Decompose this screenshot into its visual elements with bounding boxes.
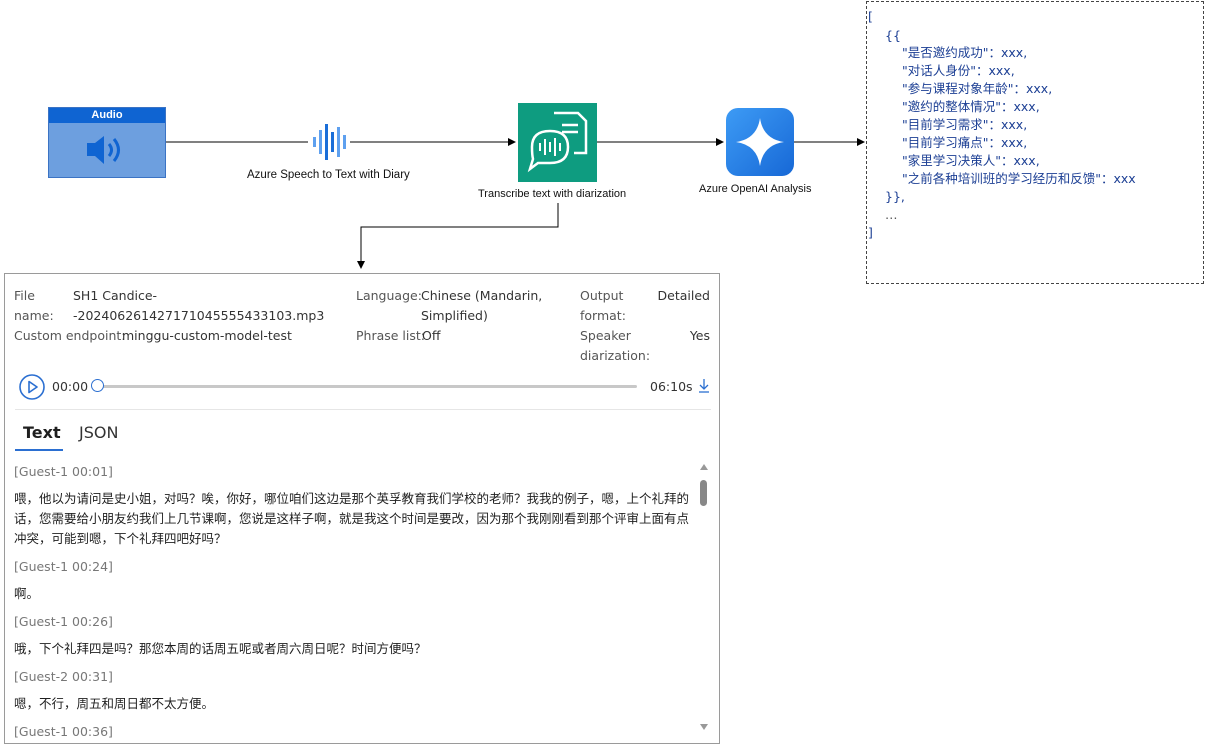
file-name-label-2: name:	[14, 308, 54, 323]
transcript-segment: [Guest-1 00:36]	[14, 723, 694, 741]
output-format-label-1: Output	[580, 288, 624, 303]
speech-document-icon	[527, 111, 588, 173]
speaker-timestamp: [Guest-2 00:31]	[14, 669, 113, 684]
phrase-list-label: Phrase list:	[356, 328, 426, 343]
transcript-list: [Guest-1 00:01] 喂，他以为请问是史小姐，对吗？唉，你好，哪位咱们…	[14, 460, 694, 742]
transcript-segment: [Guest-1 00:24] 啊。	[14, 558, 694, 604]
waveform-icon	[313, 124, 346, 160]
file-name-value-2: -20240626142717104555543310​3.mp3	[73, 308, 325, 323]
json-line: {{	[885, 28, 901, 43]
duration: 06:10s	[650, 379, 693, 394]
output-format-value: Detailed	[657, 288, 710, 303]
active-tab-indicator	[15, 449, 63, 451]
json-line: "目前学习痛点"：xxx,	[902, 135, 1028, 150]
output-format-label-2: format:	[580, 308, 626, 323]
scroll-up-arrow	[700, 464, 708, 470]
transcript-text: 喂，他以为请问是史小姐，对吗？唉，你好，哪位咱们这边是那个英孚教育我们学校的老师…	[14, 491, 690, 546]
transcript-segment: [Guest-1 00:26] 哦，下个礼拜四是吗？那您本周的话周五呢或者周六周…	[14, 613, 694, 659]
json-line: "是否邀约成功"：xxx,	[902, 45, 1028, 60]
transcription-panel: File name: SH1 Candice- -202406261427171…	[4, 273, 720, 744]
custom-endpoint-label: Custom endpoint:	[14, 328, 126, 343]
transcript-segment: [Guest-1 00:01] 喂，他以为请问是史小姐，对吗？唉，你好，哪位咱们…	[14, 463, 694, 549]
openai-label: Azure OpenAI Analysis	[699, 183, 812, 195]
speaker-diarization-label-2: diarization:	[580, 348, 651, 363]
progress-track	[97, 385, 637, 388]
speech-service-label: Azure Speech to Text with Diary	[247, 169, 410, 181]
json-line: "邀约的整体情况"：xxx,	[902, 99, 1040, 114]
language-label: Language:	[356, 288, 422, 303]
scroll-down-arrow	[700, 724, 708, 730]
transcribe-node	[518, 103, 597, 182]
progress-slider[interactable]	[91, 379, 639, 393]
sparkle-icon	[736, 118, 784, 166]
openai-node	[726, 108, 794, 176]
speaker-timestamp: [Guest-1 00:01]	[14, 464, 113, 479]
audio-node-title: Audio	[49, 108, 165, 123]
custom-endpoint-value: minggu-custom-model-test	[122, 328, 292, 343]
download-icon[interactable]	[697, 378, 711, 394]
json-line: "对话人身份"：xxx,	[902, 63, 1015, 78]
json-output-box: [ {{ "是否邀约成功"：xxx, "对话人身份"：xxx, "参与课程对象年…	[866, 1, 1204, 284]
play-button[interactable]	[18, 373, 46, 401]
json-line: [	[868, 9, 873, 24]
tab-json[interactable]: JSON	[79, 423, 119, 442]
speaker-icon	[87, 136, 120, 164]
transcript-text: 哦，下个礼拜四是吗？那您本周的话周五呢或者周六周日呢？时间方便吗？	[14, 641, 427, 656]
language-value-2: Simplified)	[421, 308, 488, 323]
file-name-label-1: File	[14, 288, 35, 303]
file-name-value-1: SH1 Candice-	[73, 288, 158, 303]
transcript-segment: [Guest-2 00:31] 嗯，不行，周五和周日都不太方便。	[14, 668, 694, 714]
speaker-diarization-label-1: Speaker	[580, 328, 631, 343]
current-time: 00:00	[52, 379, 89, 394]
json-line: "目前学习需求"：xxx,	[902, 117, 1028, 132]
json-line: }},	[885, 189, 905, 204]
speaker-timestamp: [Guest-1 00:26]	[14, 614, 113, 629]
json-line: "参与课程对象年龄"：xxx,	[902, 81, 1053, 96]
json-line: ]	[868, 225, 873, 240]
speaker-timestamp: [Guest-1 00:36]	[14, 724, 113, 739]
transcribe-label: Transcribe text with diarization	[478, 188, 627, 200]
phrase-list-value: Off	[422, 328, 441, 343]
progress-thumb[interactable]	[91, 379, 104, 392]
transcript-text: 啊。	[14, 586, 40, 601]
tab-text[interactable]: Text	[23, 423, 61, 442]
language-value-1: Chinese (Mandarin,	[421, 288, 543, 303]
transcript-text: 嗯，不行，周五和周日都不太方便。	[14, 696, 215, 711]
player-divider	[15, 409, 711, 410]
json-line: "之前各种培训班的学习经历和反馈"：xxx	[902, 171, 1136, 186]
transcript-scrollbar[interactable]	[697, 462, 711, 732]
scroll-thumb	[700, 480, 707, 506]
speaker-diarization-value: Yes	[689, 328, 710, 343]
speaker-timestamp: [Guest-1 00:24]	[14, 559, 113, 574]
audio-node: Audio	[48, 107, 166, 178]
json-line: "家里学习决策人"：xxx,	[902, 153, 1040, 168]
arrow-transcribe-to-panel	[357, 203, 559, 269]
json-line: …	[885, 207, 898, 222]
